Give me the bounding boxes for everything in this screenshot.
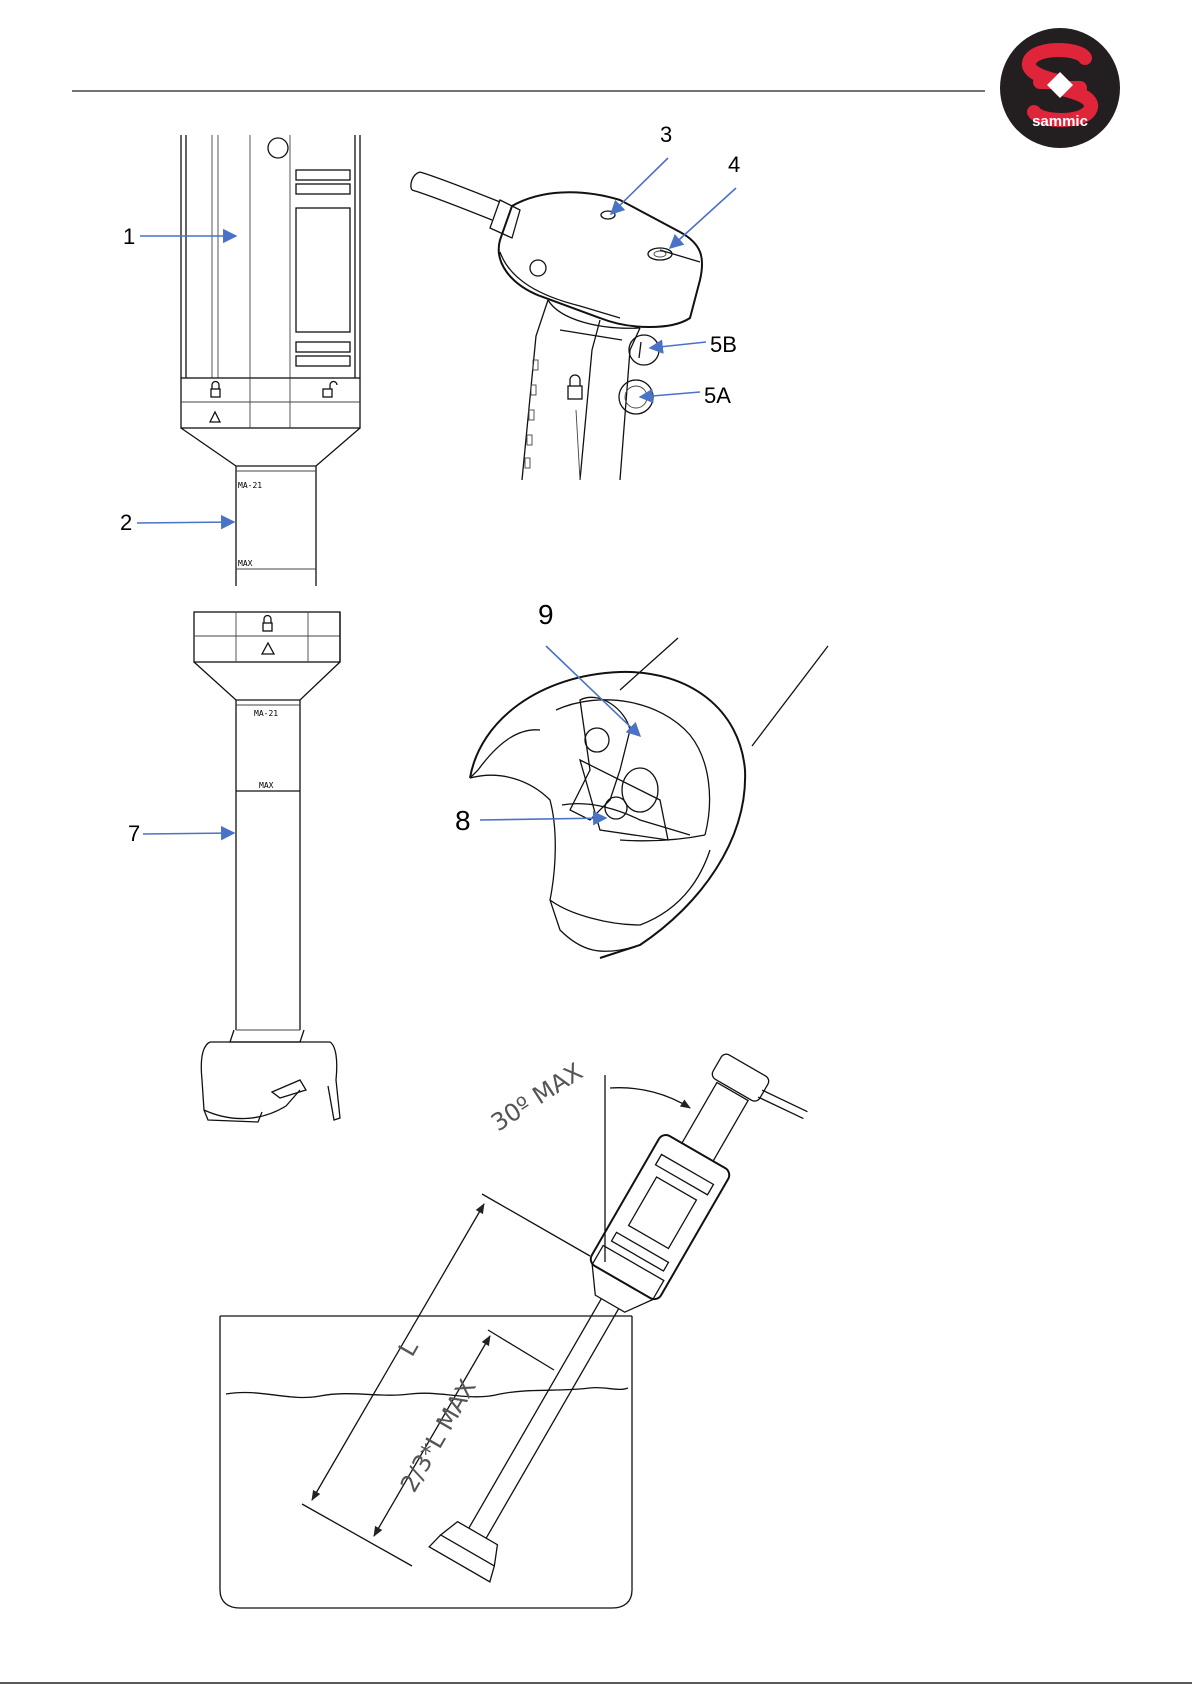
blending-arm-view: MA-21 MAX xyxy=(194,612,340,1122)
callout-4: 4 xyxy=(728,152,740,177)
callout-3: 3 xyxy=(660,122,672,147)
callout-7: 7 xyxy=(128,821,140,846)
callout-9: 9 xyxy=(538,599,554,630)
logo-text: sammic xyxy=(1032,113,1088,130)
shaft-max-mark-mid: MAX xyxy=(259,781,274,790)
callout-5a: 5A xyxy=(704,383,731,408)
callout-2: 2 xyxy=(120,510,132,535)
bell-detail-view xyxy=(470,638,828,958)
length-label: L xyxy=(393,1335,424,1361)
shaft-model-mark-top: MA-21 xyxy=(238,481,262,490)
depth-label: 2/3*L MAX xyxy=(395,1375,482,1497)
motor-body-front-view: MA-21 MAX xyxy=(181,135,360,586)
motor-head-perspective-view xyxy=(411,172,702,480)
sammic-logo: sammic xyxy=(1000,28,1120,148)
usage-angle-diagram: 30º MAX L 2/3*L MAX xyxy=(220,1046,812,1608)
shaft-model-mark-mid: MA-21 xyxy=(254,709,278,718)
callout-1: 1 xyxy=(123,224,135,249)
shaft-max-mark-top: MAX xyxy=(238,559,253,568)
callout-8: 8 xyxy=(455,805,471,836)
angle-label: 30º MAX xyxy=(486,1057,588,1137)
callout-5b: 5B xyxy=(710,332,737,357)
